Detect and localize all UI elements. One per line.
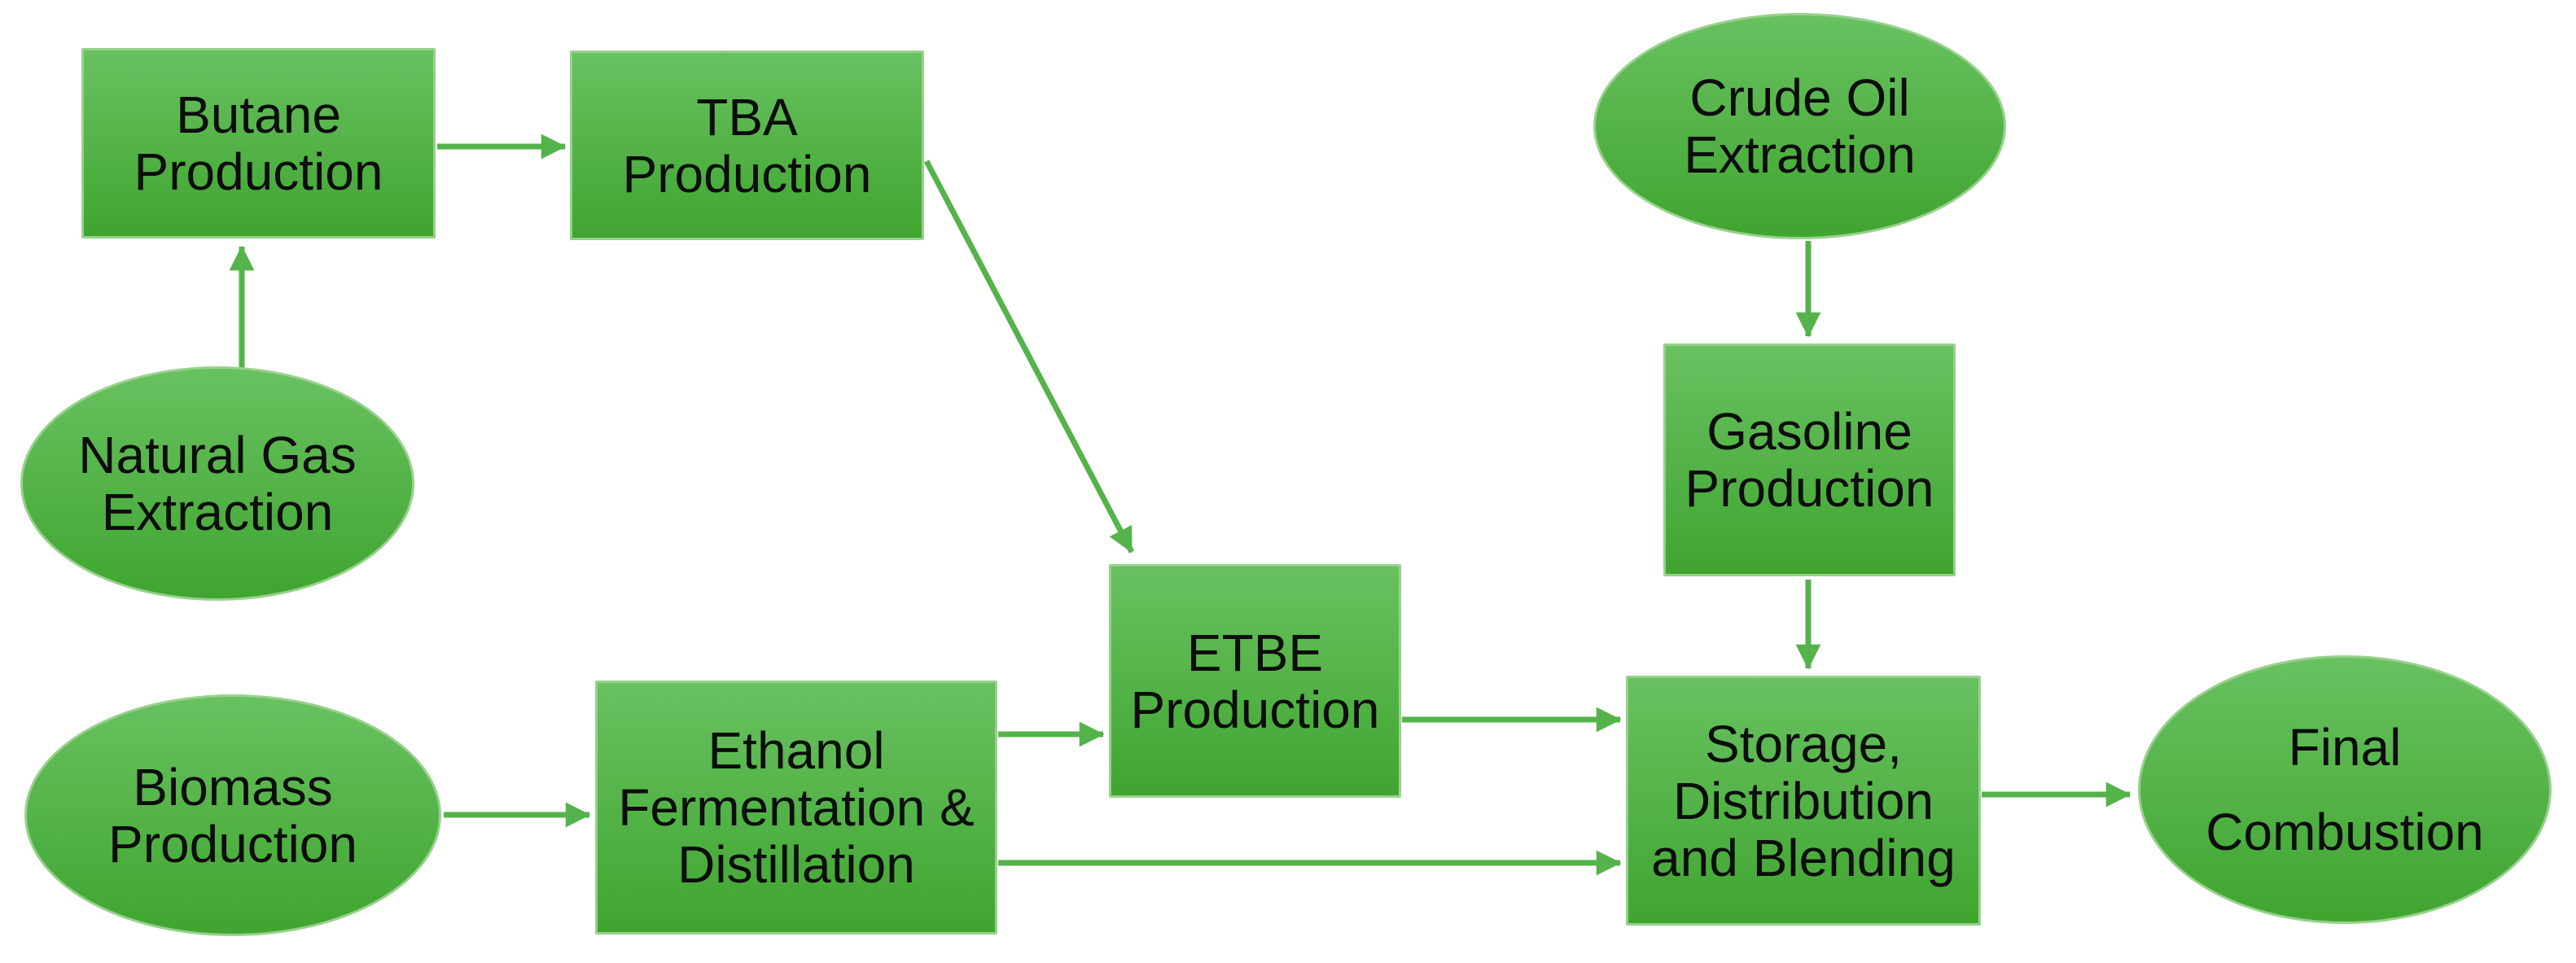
node-label-line: Ethanol (708, 721, 885, 780)
node-label-line: Production (134, 142, 383, 201)
node-ethanol-fermentation-distillation: Ethanol Fermentation & Distillation (595, 681, 997, 935)
node-label-line: Combustion (2206, 803, 2484, 861)
node-label-line: ETBE (1186, 623, 1324, 682)
node-label-line: Butane (176, 85, 341, 144)
node-label-line: Storage, (1705, 714, 1902, 773)
node-etbe-production: ETBE Production (1109, 564, 1401, 798)
node-storage-distribution-blending: Storage, Distribution and Blending (1626, 676, 1981, 926)
node-label-line: Extraction (1684, 125, 1916, 184)
edge-tba-to-etbe (923, 160, 1135, 554)
node-label-line: Production (108, 814, 357, 873)
node-label-line: Production (1130, 680, 1380, 739)
node-label-line: Final (2288, 718, 2402, 777)
node-label-line: Distribution (1672, 771, 1934, 830)
node-label-line: Biomass (133, 757, 333, 816)
node-label-line: Production (622, 144, 872, 204)
node-label-line: Natural Gas (78, 426, 357, 484)
node-gasoline-production: Gasoline Production (1663, 344, 1956, 576)
node-natural-gas-extraction: Natural Gas Extraction (20, 366, 414, 601)
node-label-line: Extraction (101, 483, 334, 541)
node-label-line: Gasoline (1706, 402, 1912, 461)
node-label-line: Fermentation & (618, 778, 975, 837)
node-label-line: Crude Oil (1689, 68, 1910, 127)
node-label-line: TBA (696, 87, 798, 147)
node-final-combustion: Final Combustion (2138, 655, 2552, 924)
node-butane-production: Butane Production (81, 48, 436, 239)
node-label-line: Distillation (677, 835, 915, 894)
node-biomass-production: Biomass Production (24, 694, 441, 936)
node-crude-oil-extraction: Crude Oil Extraction (1593, 13, 2006, 239)
node-label-line: and Blending (1651, 828, 1956, 887)
node-tba-production: TBA Production (570, 50, 924, 240)
node-label-line: Production (1684, 459, 1934, 518)
